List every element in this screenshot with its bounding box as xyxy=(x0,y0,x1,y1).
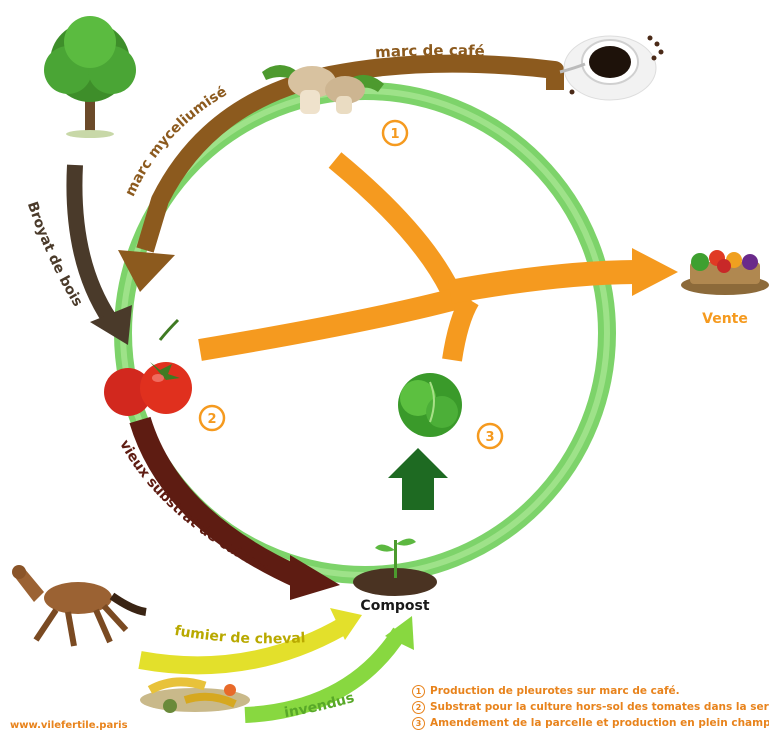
legend-number: 2 xyxy=(412,701,425,714)
vente-label: Vente xyxy=(702,311,748,327)
legend-number: 3 xyxy=(412,717,425,730)
svg-text:3: 3 xyxy=(485,430,494,445)
legend-number: 1 xyxy=(412,685,425,698)
svg-text:1: 1 xyxy=(390,127,399,142)
coffee-cup-icon xyxy=(560,36,664,101)
food-waste-icon xyxy=(140,682,250,713)
compost-label: Compost xyxy=(360,598,429,614)
legend: 1 Production de pleurotes sur marc de ca… xyxy=(412,683,762,731)
orange-flow-from-tomato xyxy=(200,295,470,350)
legend-text: Production de pleurotes sur marc de café… xyxy=(430,685,680,697)
orange-flow-from-lettuce xyxy=(452,300,470,360)
legend-item: 2 Substrat pour la culture hors-sol des … xyxy=(412,699,762,715)
orange-flow-from-mushroom xyxy=(335,160,450,290)
horse-icon xyxy=(12,565,146,646)
tree-icon xyxy=(44,16,136,138)
legend-item: 1 Production de pleurotes sur marc de ca… xyxy=(412,683,762,699)
legend-item: 3 Amendement de la parcelle et productio… xyxy=(412,715,762,731)
svg-text:2: 2 xyxy=(207,412,216,427)
legend-text: Substrat pour la culture hors-sol des to… xyxy=(430,701,769,713)
step-marker-3: 3 xyxy=(478,424,502,448)
marc-de-cafe-label: marc de café xyxy=(375,41,485,61)
legend-text: Amendement de la parcelle et production … xyxy=(430,717,769,729)
fumier-de-cheval-label: fumier de cheval xyxy=(173,623,306,647)
vente-arrowhead xyxy=(632,248,678,296)
lettuce-icon xyxy=(398,373,462,437)
step-marker-2: 2 xyxy=(200,406,224,430)
compost-to-lettuce-arrow xyxy=(388,448,448,510)
vegetable-basket-icon xyxy=(681,250,769,295)
website-link[interactable]: www.vilefertile.paris xyxy=(10,720,128,731)
step-marker-1: 1 xyxy=(383,121,407,145)
